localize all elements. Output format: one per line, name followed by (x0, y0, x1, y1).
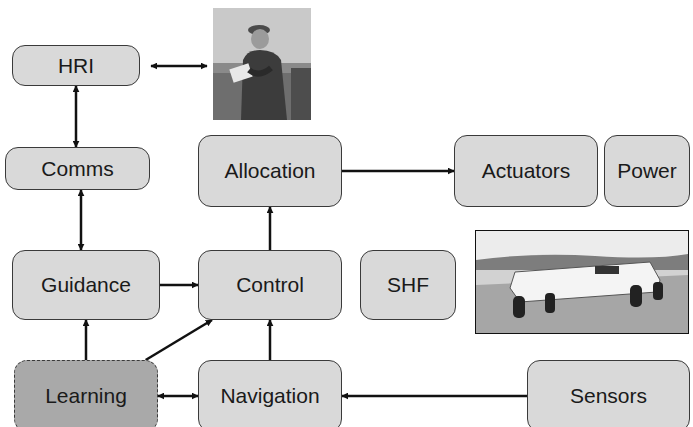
box-label: Sensors (570, 384, 647, 408)
robot-photo (475, 230, 689, 334)
flow-arrow (80, 190, 83, 250)
box-label: Power (617, 159, 677, 183)
flow-arrow (85, 320, 88, 360)
operator-photo (213, 8, 311, 120)
box-label: HRI (58, 54, 94, 78)
flow-arrow (146, 320, 212, 360)
learning-box: Learning (14, 360, 158, 427)
actuators-box: Actuators (454, 135, 598, 207)
box-label: Allocation (224, 159, 315, 183)
comms-box: Comms (5, 147, 150, 190)
box-label: Comms (41, 157, 113, 181)
flow-arrow (269, 207, 272, 250)
photo-link-arrow (151, 65, 207, 68)
control-box: Control (198, 250, 342, 320)
box-label: Control (236, 273, 304, 297)
flow-arrow (342, 395, 527, 398)
flow-arrow (160, 284, 198, 287)
power-box: Power (604, 135, 690, 207)
guidance-box: Guidance (12, 250, 160, 320)
box-label: Actuators (482, 159, 571, 183)
flow-arrow (342, 170, 454, 173)
flow-arrow (269, 320, 272, 360)
flow-arrow (75, 86, 78, 147)
box-label: Navigation (220, 384, 319, 408)
box-label: Learning (45, 384, 127, 408)
hri-box: HRI (12, 45, 140, 86)
navigation-box: Navigation (198, 360, 342, 427)
sensors-box: Sensors (527, 360, 690, 427)
box-label: SHF (387, 273, 429, 297)
flow-arrow (158, 395, 198, 398)
shf-box: SHF (360, 250, 456, 320)
allocation-box: Allocation (198, 135, 342, 207)
box-label: Guidance (41, 273, 131, 297)
